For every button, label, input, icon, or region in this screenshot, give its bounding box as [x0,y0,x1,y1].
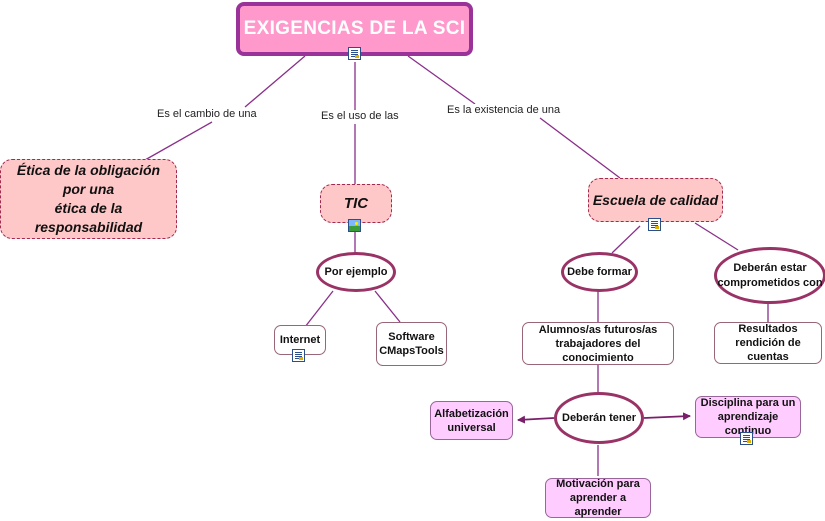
image-icon[interactable] [348,219,361,232]
concept-internet-text: Internet [279,334,321,346]
concept-disciplina-line1: Disciplina para un [700,397,796,409]
concept-disciplina-line2: aprendizaje continuo [717,411,779,437]
document-icon[interactable] [348,47,361,60]
concept-por-ejemplo[interactable]: Por ejemplo [316,252,396,292]
link-label-existencia: Es la existencia de una [445,104,563,116]
concept-resultados-line2: rendición de cuentas [735,337,801,363]
concept-alfabetizacion-line1: Alfabetización [434,407,509,420]
concept-resultados[interactable]: Resultados rendición de cuentas [714,322,822,364]
link-label-uso: Es el uso de las [319,110,401,122]
concept-alumnos[interactable]: Alumnos/as futuros/as trabajadores del c… [522,322,674,365]
concept-etica[interactable]: Ética de la obligación por una ética de … [0,159,177,239]
document-icon[interactable] [648,218,661,231]
concept-tic-text: TIC [343,195,369,212]
concept-motivacion[interactable]: Motivación para aprender a aprender [545,478,651,518]
concept-deberan-tener[interactable]: Deberán tener [554,392,644,444]
concept-software-line2: CMapsTools [379,345,444,357]
concept-alfabetizacion-line2: universal [447,421,496,434]
concept-escuela-text: Escuela de calidad [592,192,719,208]
concept-alumnos-line1: Alumnos/as futuros/as [538,323,658,336]
document-icon[interactable] [292,349,305,362]
main-concept-title-text: EXIGENCIAS DE LA SCI [243,18,466,39]
concept-alfabetizacion[interactable]: Alfabetización universal [430,401,513,440]
concept-motivacion-line2: aprender a aprender [569,492,627,518]
concept-debe-formar-text: Debe formar [567,266,632,278]
link-label-cambio: Es el cambio de una [155,108,259,120]
concept-por-ejemplo-text: Por ejemplo [324,266,388,278]
concept-deberan-tener-text: Deberán tener [562,412,636,424]
concept-comprometidos[interactable]: Deberán estar comprometidos con [714,247,825,304]
concept-escuela-de-calidad[interactable]: Escuela de calidad [588,178,723,222]
concept-comprometidos-line2: comprometidos con [717,276,823,289]
concept-alumnos-line2: trabajadores del conocimiento [555,337,641,364]
concept-tic[interactable]: TIC [320,184,392,223]
concept-etica-line3: ética de la responsabilidad [34,200,143,235]
concept-etica-line2: por una [62,181,115,197]
concept-motivacion-line1: Motivación para [556,478,640,490]
concept-etica-line1: Ética de la obligación [16,162,161,178]
concept-software[interactable]: Software CMapsTools [376,322,447,366]
concept-debe-formar[interactable]: Debe formar [561,252,638,292]
document-icon[interactable] [740,432,753,445]
concept-software-line1: Software [388,331,435,343]
concept-comprometidos-line1: Deberán estar [733,261,807,274]
concept-resultados-line1: Resultados [738,323,798,335]
